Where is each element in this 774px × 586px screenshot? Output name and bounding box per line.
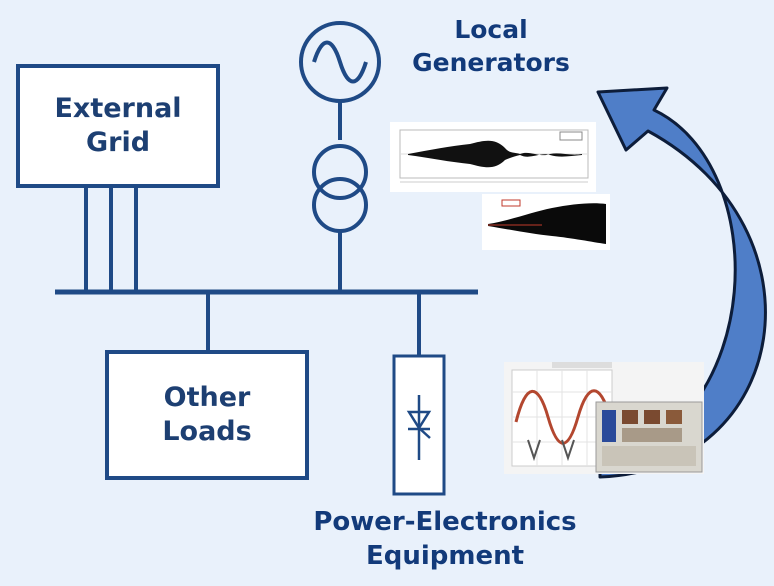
- harmonic-plot-image: [488, 199, 606, 244]
- power-electronics-line1: Power-Electronics: [313, 507, 577, 537]
- transformer-icon: [312, 101, 368, 292]
- power-electronics-label: Power-Electronics Equipment: [295, 506, 595, 574]
- feedback-arrow: [596, 86, 767, 479]
- pe-plot-image: [511, 362, 703, 473]
- power-electronics-line2: Equipment: [365, 540, 525, 571]
- external-grid-label: External Grid: [54, 93, 182, 158]
- thyristor-icon: [406, 395, 432, 460]
- local-generators-label: Local Generators: [396, 14, 586, 79]
- local-generators-line1: Local: [454, 15, 528, 44]
- waveform-plot-image: [399, 129, 589, 183]
- other-loads-label: Other Loads: [162, 382, 252, 447]
- pe-waveform-thumbnail: [504, 362, 704, 474]
- sine-wave-icon: [312, 40, 368, 84]
- other-loads-box: [105, 350, 309, 480]
- local-generators-line2: Generators: [412, 47, 570, 77]
- generator-waveform-thumbnail: [390, 122, 596, 192]
- harmonic-waveform-thumbnail: [482, 194, 610, 250]
- external-grid-box: [16, 64, 220, 188]
- grid-connection-lines: [84, 186, 138, 292]
